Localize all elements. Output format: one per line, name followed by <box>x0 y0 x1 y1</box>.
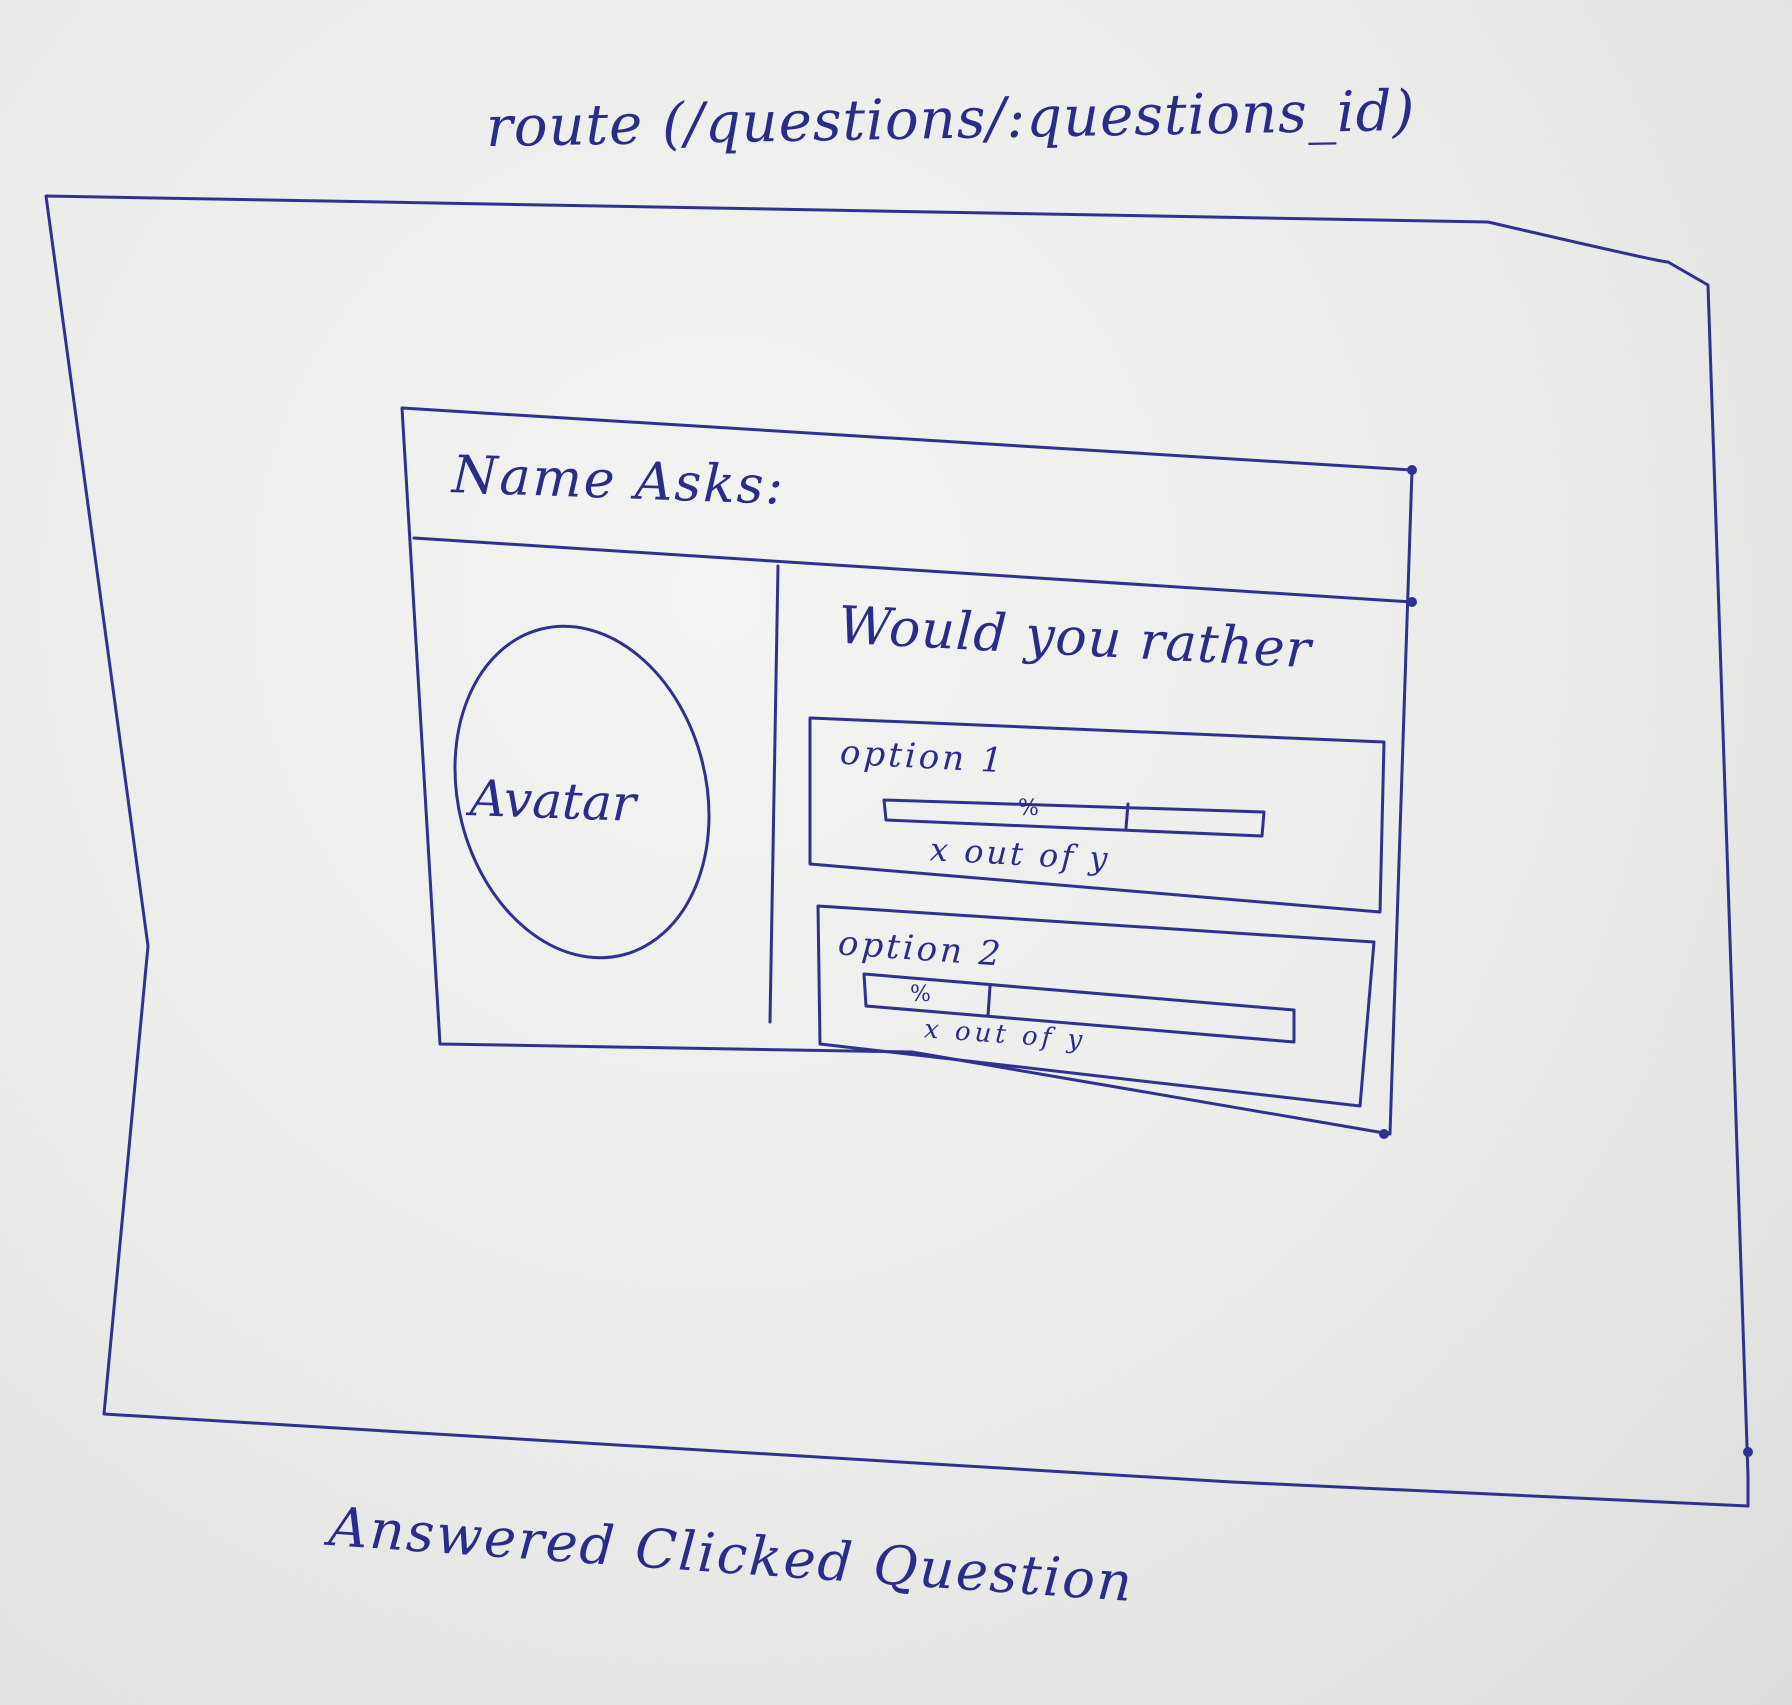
avatar: Avatar <box>469 769 637 833</box>
asker-label: Name Asks: <box>451 445 787 517</box>
option-1-progress-fill <box>1124 802 1130 830</box>
ink-dot <box>1743 1447 1753 1457</box>
card-header-divider <box>412 536 1414 604</box>
page-frame <box>44 194 1750 1508</box>
ink-dot <box>1407 465 1417 475</box>
option-2-progress-track <box>862 972 1296 1044</box>
option-1-label: option 1 <box>839 732 1007 782</box>
ink-dot <box>1379 1129 1389 1139</box>
ink-dot <box>1407 597 1417 607</box>
route-title: route (/questions/:questions_id) <box>485 78 1417 161</box>
option-1-percent: % <box>1018 796 1039 821</box>
option-1-progress-track <box>882 798 1266 838</box>
option-1-box[interactable] <box>808 716 1386 914</box>
option-2-box[interactable] <box>816 904 1376 1108</box>
avatar-circle <box>453 624 711 960</box>
card-column-divider <box>768 564 780 1024</box>
option-2-percent: % <box>910 982 931 1007</box>
poll-card <box>400 406 1414 1136</box>
option-1-vote-count: x out of y <box>929 830 1112 878</box>
option-2-progress-fill <box>986 984 992 1018</box>
option-2-label: option 2 <box>836 923 1005 975</box>
